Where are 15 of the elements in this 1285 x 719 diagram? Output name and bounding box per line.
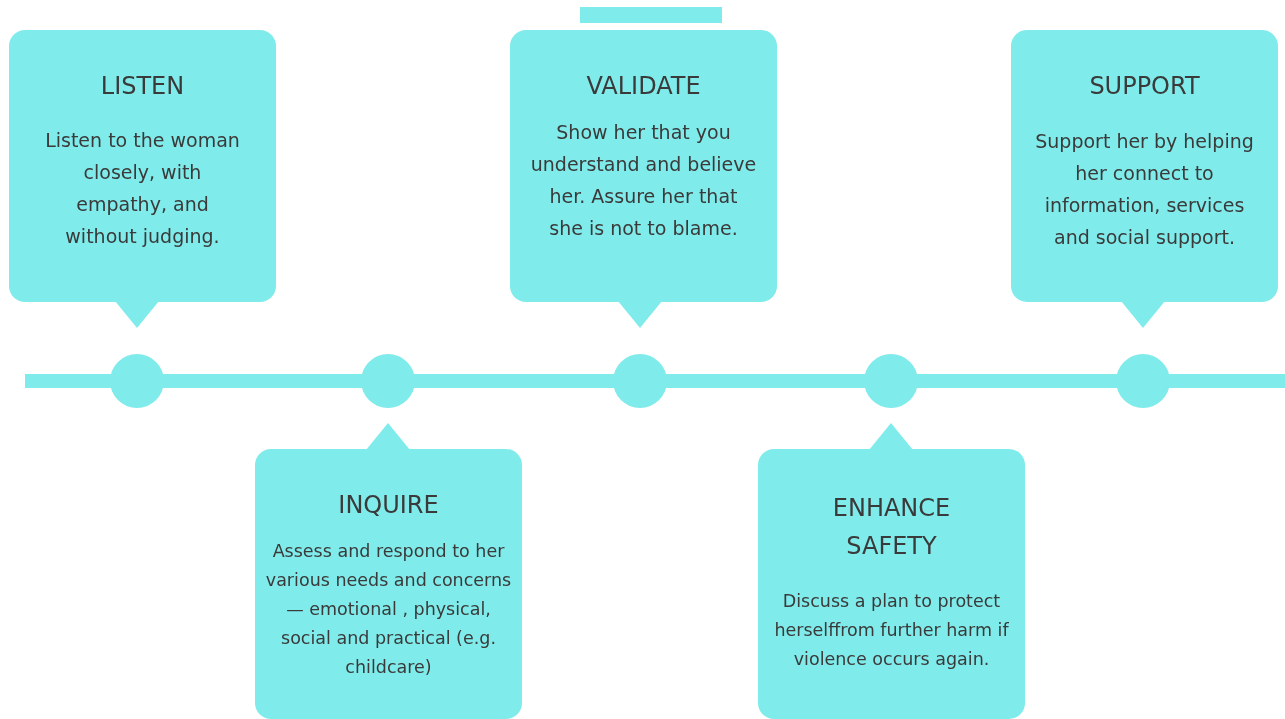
callout-box [1011,30,1278,302]
callout-box [9,30,276,302]
step-description: Discuss a plan to protect herselffrom further harm if violence occurs again. [773,590,1010,671]
callout-box [255,449,522,719]
step-description: Support her by helping her connect to information, services and social support. [1034,129,1255,250]
step-description: Assess and respond to her various needs and concerns— emotional , physical, social and practical (e.g. childcare) [264,540,513,679]
step-description: Show her that you understand and believe her. Assure her that she is not to blame. [530,120,757,241]
step-description: Listen to the woman closely, with empathy, and without judging. [44,128,241,249]
step-heading: INQUIRE [337,490,440,521]
step-heading: ENHANCE SAFETY [831,493,952,562]
callout-box [758,449,1025,719]
step-heading: LISTEN [99,71,186,102]
step-heading: VALIDATE [585,71,702,102]
step-heading: SUPPORT [1088,71,1201,102]
callout-box [510,30,777,302]
